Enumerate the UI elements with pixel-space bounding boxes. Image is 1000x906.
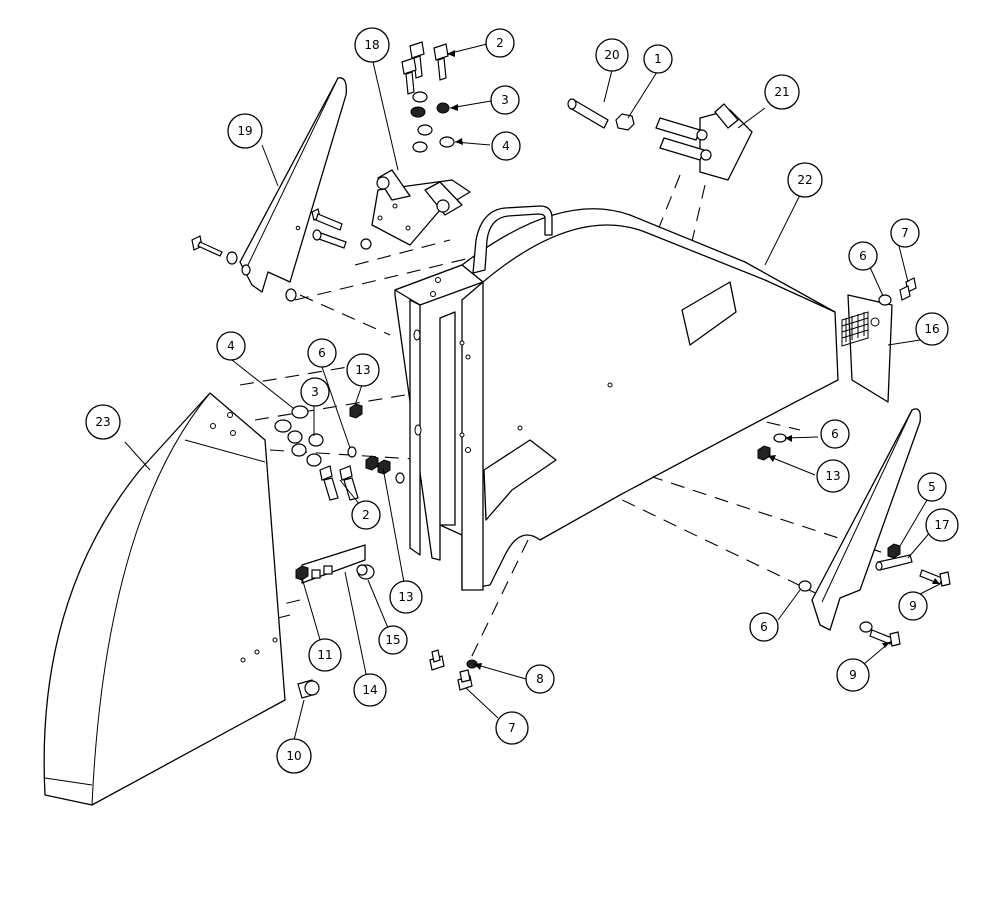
callout-balloon: 10 <box>276 738 312 774</box>
svg-text:4: 4 <box>227 339 235 353</box>
svg-text:7: 7 <box>508 721 516 735</box>
svg-text:2: 2 <box>362 508 370 522</box>
lower-right-bracket <box>811 408 921 631</box>
callout-balloon: 23 <box>85 404 121 440</box>
svg-text:7: 7 <box>901 226 909 240</box>
callout-balloon: 15 <box>378 625 408 655</box>
svg-text:20: 20 <box>604 48 619 62</box>
callout-balloon: 6 <box>820 419 850 449</box>
svg-text:14: 14 <box>362 683 377 697</box>
svg-text:13: 13 <box>355 363 370 377</box>
plate-16 <box>841 294 893 403</box>
callout-balloon: 1 <box>643 44 673 74</box>
callout-balloon: 9 <box>898 591 928 621</box>
svg-text:10: 10 <box>286 749 301 763</box>
belt-guard-22 <box>394 205 839 591</box>
svg-text:16: 16 <box>924 322 939 336</box>
callout-balloon: 13 <box>816 459 850 493</box>
svg-text:6: 6 <box>831 427 839 441</box>
callout-balloons: 20 1 21 22 2 3 4 18 19 7 6 16 4 3 13 6 2… <box>85 27 959 774</box>
svg-text:6: 6 <box>760 620 768 634</box>
svg-text:1: 1 <box>654 52 662 66</box>
callout-balloon: 13 <box>346 353 380 387</box>
callout-balloon: 5 <box>917 472 947 502</box>
callout-balloon: 7 <box>495 711 529 745</box>
callout-balloon: 7 <box>890 218 920 248</box>
callout-balloon: 17 <box>925 508 959 542</box>
callout-balloon: 18 <box>354 27 390 63</box>
callout-balloon: 3 <box>300 377 330 407</box>
callout-balloon: 2 <box>485 28 515 58</box>
svg-text:18: 18 <box>364 38 379 52</box>
nut-1 <box>615 113 635 131</box>
svg-text:5: 5 <box>928 480 936 494</box>
svg-text:8: 8 <box>536 672 544 686</box>
callout-balloon: 19 <box>227 113 263 149</box>
svg-text:2: 2 <box>496 36 504 50</box>
callout-balloon: 8 <box>525 664 555 694</box>
tensioner-block-21 <box>655 103 753 181</box>
svg-text:6: 6 <box>859 249 867 263</box>
svg-text:3: 3 <box>501 93 509 107</box>
svg-text:17: 17 <box>934 518 949 532</box>
callout-balloon: 14 <box>353 673 387 707</box>
svg-text:9: 9 <box>849 668 857 682</box>
hinge-18 <box>371 169 471 246</box>
hardware <box>191 41 951 699</box>
svg-text:6: 6 <box>318 346 326 360</box>
svg-text:13: 13 <box>398 590 413 604</box>
plate-14 <box>301 544 366 584</box>
upper-bracket-19 <box>239 77 347 293</box>
callout-balloon: 13 <box>389 580 423 614</box>
callout-balloon: 9 <box>836 658 870 692</box>
callout-balloon: 21 <box>764 74 800 110</box>
outer-guard-23 <box>43 392 286 806</box>
callout-balloon: 16 <box>915 312 949 346</box>
callout-balloon: 20 <box>595 38 629 72</box>
callout-balloon: 11 <box>308 638 342 672</box>
svg-text:9: 9 <box>909 599 917 613</box>
callout-balloon: 2 <box>351 500 381 530</box>
svg-text:19: 19 <box>237 124 252 138</box>
svg-text:4: 4 <box>502 139 510 153</box>
svg-text:21: 21 <box>774 85 789 99</box>
svg-text:22: 22 <box>797 173 812 187</box>
callout-balloon: 6 <box>307 338 337 368</box>
svg-text:3: 3 <box>311 385 319 399</box>
callout-balloon: 22 <box>787 162 823 198</box>
callout-balloon: 6 <box>749 612 779 642</box>
svg-text:23: 23 <box>95 415 110 429</box>
callout-balloon: 4 <box>491 131 521 161</box>
spacer-20 <box>567 98 609 129</box>
callout-balloon: 4 <box>216 331 246 361</box>
svg-text:11: 11 <box>317 648 332 662</box>
svg-text:13: 13 <box>825 469 840 483</box>
callout-balloon: 6 <box>848 241 878 271</box>
callout-balloon: 3 <box>490 85 520 115</box>
svg-text:15: 15 <box>385 633 400 647</box>
leader-arrows <box>447 50 940 670</box>
